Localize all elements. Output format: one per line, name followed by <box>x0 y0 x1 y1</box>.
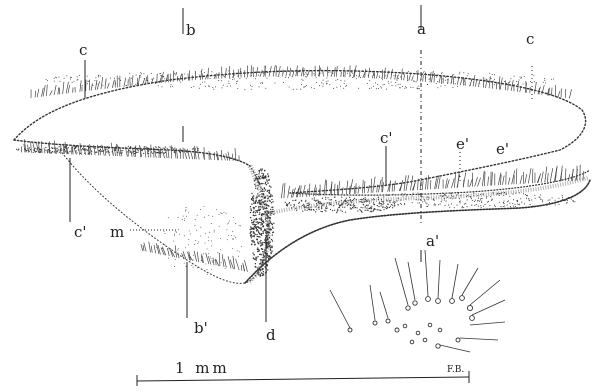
label-e-prime-2: e' <box>496 140 509 158</box>
body-edge-lower <box>290 170 590 195</box>
label-b-prime: b' <box>194 319 208 337</box>
artist-initials: F.B. <box>447 365 464 375</box>
label-a: a <box>417 20 426 38</box>
label-a-prime: a' <box>426 232 439 250</box>
leader-lines <box>70 5 532 322</box>
label-e-prime: e' <box>456 135 469 153</box>
label-c-prime-left: c' <box>74 223 87 241</box>
setae-detail <box>330 250 505 352</box>
stipple-texture <box>16 70 576 277</box>
label-b: b <box>186 21 196 39</box>
label-m: m <box>110 223 124 241</box>
label-c-right: c <box>526 30 534 48</box>
label-d: d <box>266 326 276 344</box>
setae-sockets <box>348 296 474 349</box>
scale-bar-line <box>137 377 469 381</box>
label-c-left: c <box>79 41 87 59</box>
setae-texture <box>21 65 583 271</box>
scale-bar-label: 1 mm <box>175 359 230 377</box>
label-c-prime-top: c' <box>380 129 393 147</box>
